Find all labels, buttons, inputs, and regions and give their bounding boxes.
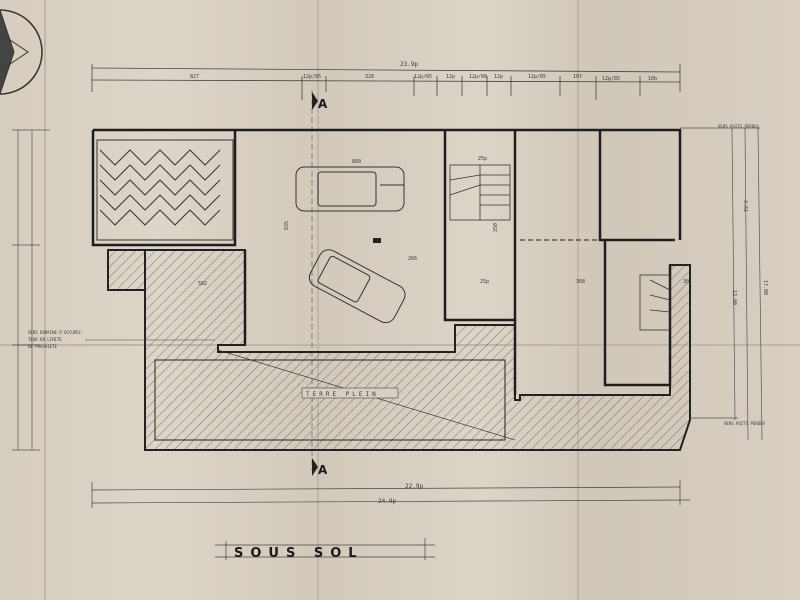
dim-label: 12p/85 — [303, 74, 321, 80]
dim-label: 12p/85 — [528, 74, 546, 80]
note-line: VERS DOMAINE D'OCCUPEC- — [28, 330, 83, 335]
top-dimensions — [91, 64, 681, 100]
stair-right — [639, 274, 671, 331]
dim-label: 266 — [408, 256, 417, 262]
dim-label: 835 — [284, 221, 290, 230]
walls — [91, 128, 682, 395]
stair-middle — [449, 164, 511, 221]
note-line: DE PROPRIETE — [28, 344, 57, 349]
section-label: A — [318, 97, 334, 111]
dim-label: 30 — [683, 279, 689, 285]
left-note: VERS DOMAINE D'OCCUPEC- TEUR EN LIMITE D… — [28, 330, 215, 349]
overall-dim-top: 23.9p — [400, 61, 418, 68]
section-marker-bottom: A — [312, 458, 334, 477]
north-compass-icon — [0, 9, 43, 95]
dim-label: 12p/85 — [602, 76, 620, 82]
dim-label: 12p — [494, 74, 503, 80]
terrace-label: TERRE PLEIN — [306, 391, 379, 398]
drain-note: VERS PUITS PERDUS — [718, 124, 760, 129]
dim-label: 25p — [478, 156, 487, 162]
drawing-title: SOUS SOL — [234, 546, 364, 561]
overall-dim-bottom: 24.9p — [378, 498, 396, 505]
top-dim-labels: 827 12p/85 328 12p/85 12p 12p/80 12p 12p… — [190, 74, 657, 82]
dim-label: 827 — [190, 74, 199, 80]
left-dimensions — [12, 129, 50, 451]
right-dimensions — [680, 127, 763, 441]
dim-label: 12p/85 — [414, 74, 432, 80]
dim-label: 25p — [480, 279, 489, 285]
car-icon — [308, 249, 406, 324]
note-line: TEUR EN LIMITE — [28, 337, 62, 342]
dim-label: 328 — [365, 74, 374, 80]
terrace-label-box: TERRE PLEIN — [301, 387, 399, 399]
drain-note: VERS PUITS PERDUS — [724, 421, 766, 426]
bottom-dimensions — [91, 480, 691, 508]
column-marker — [373, 238, 381, 243]
terre-plein-area — [107, 249, 691, 451]
room-dimension-labels: 860 835 266 250 25p 592 25p 30 368 3.61 … — [198, 156, 768, 305]
dim-label: 250 — [493, 223, 499, 232]
dim-label: 17.00 — [762, 280, 768, 295]
dim-label: 107 — [573, 74, 582, 80]
overall-dim-bottom: 22.9p — [405, 483, 423, 490]
dim-label: 12p — [446, 74, 455, 80]
section-label: A — [318, 463, 334, 477]
dim-label: 10b — [648, 76, 657, 82]
dim-label: 368 — [576, 279, 585, 285]
dim-label: 592 — [198, 281, 207, 287]
title-block: SOUS SOL — [215, 538, 435, 561]
car-icon — [295, 166, 405, 212]
dim-label: 12p/80 — [469, 74, 487, 80]
dim-label: 3.61 — [742, 200, 748, 212]
dim-label: 860 — [352, 159, 361, 165]
stair-left — [96, 139, 234, 241]
